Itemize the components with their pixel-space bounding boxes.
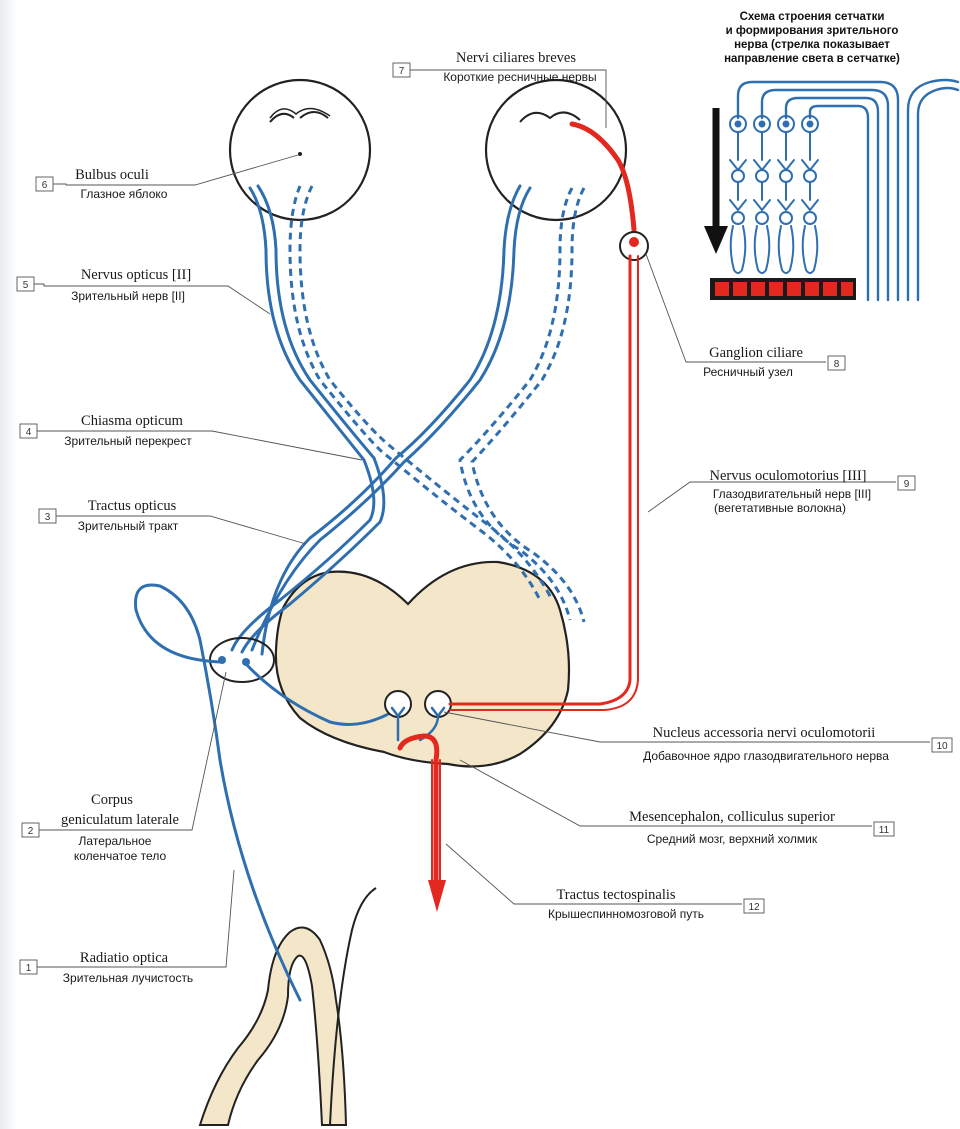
label-number: 8 bbox=[834, 359, 840, 370]
label-russian: Короткие ресничные нервы bbox=[443, 70, 596, 84]
label-11: 11 Mesencephalon, colliculus superior Ср… bbox=[460, 760, 894, 846]
label-5: 5 Nervus opticus [II] Зрительный нерв [I… bbox=[17, 267, 270, 314]
label-number: 4 bbox=[26, 427, 32, 438]
label-3: 3 Tractus opticus Зрительный тракт bbox=[39, 498, 306, 544]
label-latin: Bulbus oculi bbox=[75, 167, 149, 183]
label-number: 10 bbox=[936, 741, 948, 752]
label-russian: Ресничный узел bbox=[703, 365, 793, 379]
label-russian: Крышеспинномозговой путь bbox=[548, 907, 704, 921]
label-latin-line-1: Corpus bbox=[91, 792, 133, 808]
axon-4 bbox=[810, 106, 868, 300]
label-number: 7 bbox=[399, 66, 405, 77]
label-russian-line-1: Латеральное bbox=[79, 834, 152, 848]
label-number: 9 bbox=[904, 479, 910, 490]
label-latin: Nervi ciliares breves bbox=[456, 50, 576, 66]
label-latin: Chiasma opticum bbox=[81, 413, 184, 429]
label-russian: Добавочное ядро глазодвигательного нерва bbox=[643, 749, 889, 763]
label-number: 12 bbox=[748, 902, 760, 913]
label-12: 12 Tractus tectospinalis Крышеспинномозг… bbox=[446, 844, 764, 921]
bipolar-cell bbox=[732, 170, 744, 182]
label-latin: Ganglion ciliare bbox=[709, 345, 803, 361]
label-latin: Mesencephalon, colliculus superior bbox=[629, 809, 835, 825]
label-number: 2 bbox=[28, 826, 34, 837]
pretectal-nucleus bbox=[385, 691, 411, 717]
axon-6 bbox=[918, 88, 958, 300]
label-4: 4 Chiasma opticum Зрительный перекрест bbox=[20, 413, 362, 460]
axon-3 bbox=[786, 98, 878, 300]
inset-title-line-1: Схема строения сетчатки bbox=[740, 11, 885, 23]
label-8: 8 Ganglion ciliare Ресничный узел bbox=[646, 254, 845, 379]
label-russian: Зрительный перекрест bbox=[64, 434, 192, 448]
left-eyeball bbox=[230, 80, 370, 220]
label-latin: Radiatio optica bbox=[80, 950, 169, 966]
occipital-cortex bbox=[200, 928, 346, 1126]
label-russian: Зрительный тракт bbox=[78, 519, 179, 533]
inset-title-line-4: направление света в сетчатке) bbox=[724, 53, 900, 65]
photoreceptor-cell bbox=[731, 226, 746, 273]
tract-arrow-icon bbox=[428, 880, 446, 912]
label-2: 2 Corpus geniculatum laterale Латерально… bbox=[22, 672, 226, 863]
label-number: 11 bbox=[879, 825, 890, 836]
label-number: 1 bbox=[26, 963, 32, 974]
accessory-oculomotor-nucleus bbox=[425, 691, 451, 717]
label-russian: Зрительный нерв [II] bbox=[71, 289, 185, 303]
label-number: 5 bbox=[23, 280, 29, 291]
label-latin: Tractus tectospinalis bbox=[556, 887, 675, 903]
right-eyeball bbox=[486, 80, 626, 220]
label-russian: Глазное яблоко bbox=[81, 187, 168, 201]
label-9: 9 Nervus oculomotorius [III] Глазодвигат… bbox=[648, 468, 915, 515]
label-1: 1 Radiatio optica Зрительная лучистость bbox=[20, 870, 234, 985]
label-russian-line-2: (вегетативные волокна) bbox=[714, 501, 846, 515]
retina-inset: Схема строения сетчатки и формирования з… bbox=[704, 11, 958, 300]
label-number: 3 bbox=[45, 512, 51, 523]
label-russian: Зрительная лучистость bbox=[63, 971, 193, 985]
inset-title-line-2: и формирования зрительного bbox=[726, 25, 899, 37]
label-number: 6 bbox=[42, 180, 48, 191]
label-latin-line-2: geniculatum laterale bbox=[61, 812, 179, 828]
label-russian-line-1: Глазодвигательный нерв [III] bbox=[713, 487, 871, 501]
label-latin: Tractus opticus bbox=[88, 498, 177, 514]
label-latin: Nervus oculomotorius [III] bbox=[709, 468, 866, 484]
retina-columns bbox=[730, 116, 818, 273]
label-latin: Nucleus accessoria nervi oculomotorii bbox=[653, 725, 876, 741]
label-russian: Средний мозг, верхний холмик bbox=[647, 832, 818, 846]
arrow-head-icon bbox=[704, 226, 728, 254]
label-russian-line-2: коленчатое тело bbox=[74, 849, 167, 863]
inset-title-line-3: нерва (стрелка показывает bbox=[734, 39, 890, 51]
label-latin: Nervus opticus [II] bbox=[81, 267, 191, 283]
axon-5 bbox=[908, 80, 958, 300]
